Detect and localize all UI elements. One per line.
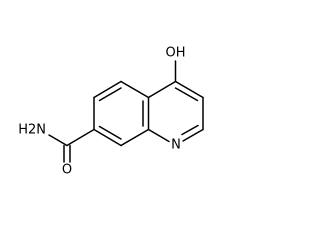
- hydroxyl-label: OH: [165, 46, 185, 61]
- bond-c3-c4-inner: [174, 87, 199, 102]
- amide-nitrogen-label: H2N: [18, 123, 46, 138]
- bond-c8-c7: [93, 128, 122, 147]
- bond-c5-c4a: [120, 80, 150, 99]
- ring-nitrogen-label: N: [171, 138, 181, 153]
- structure-diagram: OH N H2N O: [18, 46, 204, 178]
- bond-n1-c2: [182, 128, 204, 142]
- bond-c6-c5-inner: [98, 87, 122, 102]
- bond-n1-c2-inner: [181, 124, 199, 136]
- bond-camide-n: [48, 134, 68, 147]
- bond-c8-c7-inner: [98, 125, 122, 140]
- bond-c8a-n1: [147, 128, 170, 143]
- bond-c4-c4a: [147, 80, 177, 99]
- bond-c7-camide: [66, 128, 95, 147]
- bond-c6-c5: [93, 80, 122, 99]
- carbonyl-oxygen-label: O: [62, 163, 72, 178]
- bond-c3-c4: [174, 80, 204, 99]
- bond-c8a-c8: [120, 128, 150, 147]
